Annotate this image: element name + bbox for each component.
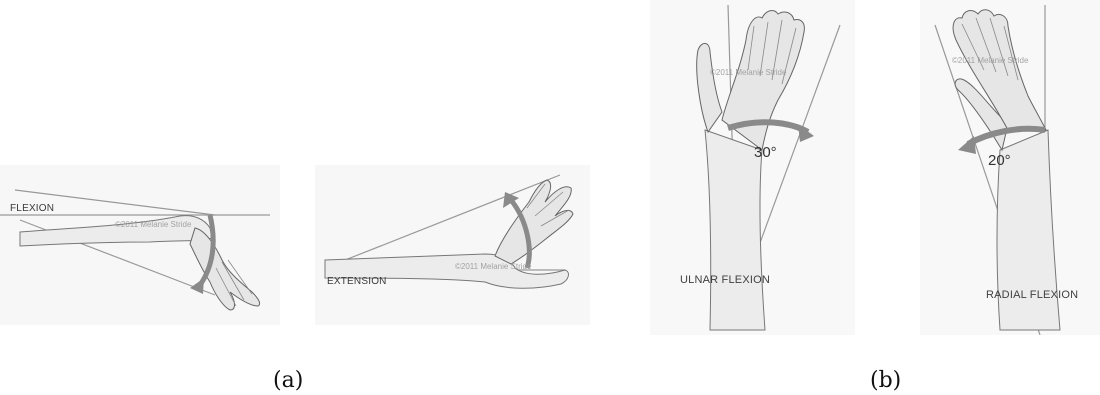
flexion-watermark: ©2011 Melanie Stride (115, 220, 191, 229)
extension-drawing (315, 160, 600, 330)
extension-label: EXTENSION (327, 276, 387, 287)
radial-angle: 20° (988, 152, 1011, 169)
radial-watermark: ©2011 Melanie Stride (952, 56, 1028, 65)
extension-watermark: ©2011 Melanie Stride (455, 262, 531, 271)
caption-a: (a) (273, 368, 303, 393)
flexion-label: FLEXION (10, 203, 54, 214)
caption-b: (b) (870, 368, 901, 393)
ulnar-angle: 30° (754, 144, 777, 161)
ulnar-flexion-illustration: ©2011 Melanie Stride 30° ULNAR FLEXION (650, 0, 855, 335)
flexion-drawing (0, 160, 290, 330)
flexion-illustration: FLEXION ©2011 Melanie Stride (0, 160, 290, 330)
radial-label: RADIAL FLEXION (986, 289, 1078, 301)
extension-illustration: ©2011 Melanie Stride EXTENSION (315, 160, 600, 330)
radial-flexion-illustration: ©2011 Melanie Stride 20° RADIAL FLEXION (920, 0, 1100, 335)
ulnar-watermark: ©2011 Melanie Stride (710, 68, 786, 77)
ulnar-label: ULNAR FLEXION (680, 274, 770, 286)
